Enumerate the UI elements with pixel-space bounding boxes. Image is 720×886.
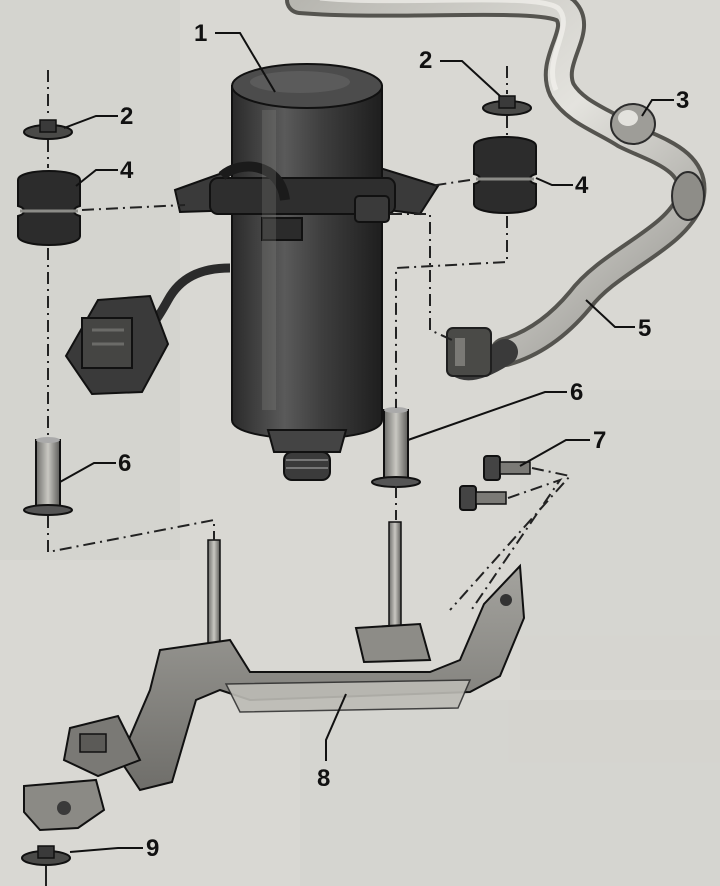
lower-bracket-nut (21, 778, 106, 886)
callout-7: 7 (593, 427, 606, 454)
callout-5: 5 (638, 315, 651, 342)
vacuum-hose (285, 0, 707, 381)
callout-9: 9 (146, 835, 159, 862)
washer-right (482, 95, 532, 116)
leader-lines (59, 32, 674, 853)
washer-left (23, 119, 73, 140)
pump-electrical-plug (64, 263, 231, 396)
callout-labels: 1 2 2 3 4 4 5 6 6 7 8 9 (118, 20, 689, 862)
callout-6-right: 6 (570, 379, 583, 406)
callout-3: 3 (676, 87, 689, 114)
assembly-lines (47, 66, 572, 613)
rubber-mount-left (17, 170, 81, 246)
callout-8: 8 (317, 765, 330, 792)
mounting-bracket (62, 521, 526, 792)
rubber-mount-right (473, 136, 537, 214)
callout-4-left: 4 (120, 157, 134, 184)
spacer-sleeve-left (23, 437, 73, 516)
spacer-sleeve-right (371, 407, 421, 488)
bolt-lower (459, 485, 507, 511)
callout-1: 1 (194, 20, 207, 47)
callout-4-right: 4 (575, 172, 589, 199)
vacuum-pump (173, 63, 440, 481)
callout-6-left: 6 (118, 450, 131, 477)
callout-2-right: 2 (419, 47, 432, 74)
callout-2-left: 2 (120, 103, 133, 130)
